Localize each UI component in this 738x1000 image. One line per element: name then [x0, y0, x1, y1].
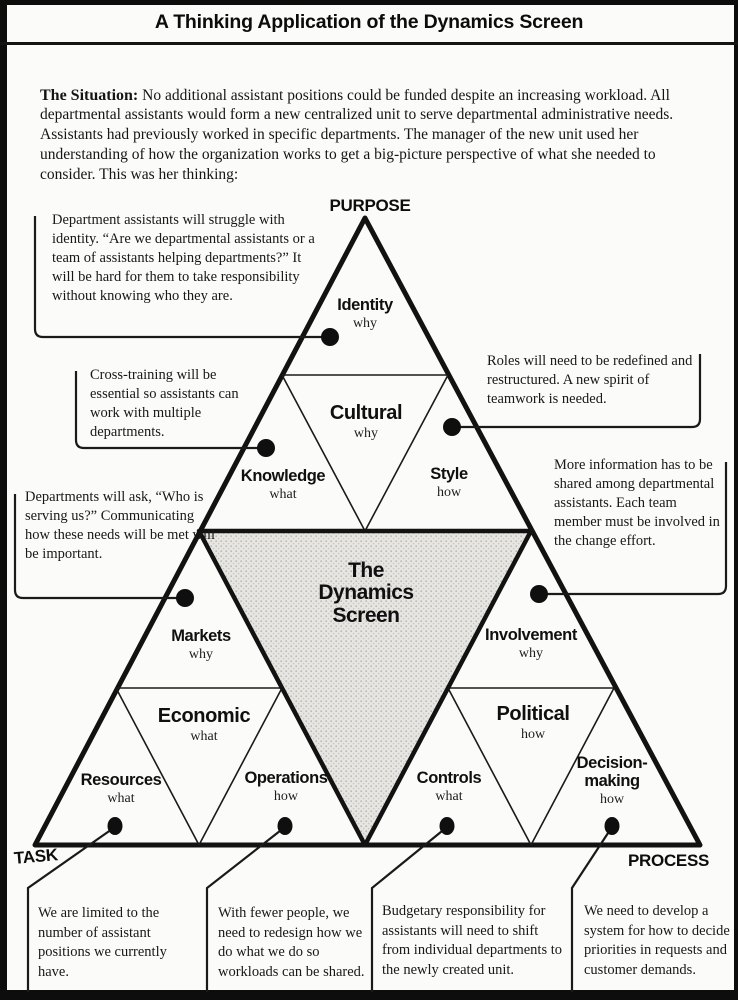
title-rule — [0, 42, 738, 45]
connector-knowledge — [74, 371, 266, 450]
page-border-top — [0, 0, 738, 5]
callout-identity: Department assistants will struggle with… — [52, 212, 315, 304]
corner-purpose: PURPOSE — [329, 196, 411, 215]
section-identity: Identity why — [337, 296, 393, 331]
connector-operations — [205, 826, 286, 992]
callout-decision-making: We need to develop a system for how to d… — [584, 903, 730, 978]
section-cultural: Cultural why — [329, 402, 403, 441]
dynamics-line-3: Screen — [332, 603, 400, 627]
section-dynamics-screen: The Dynamics Screen — [318, 559, 414, 627]
callout-involvement: More information has to be shared among … — [554, 457, 720, 549]
section-controls: Controls what — [416, 769, 482, 804]
dynamics-line-2: Dynamics — [318, 581, 414, 605]
dot-markets — [176, 589, 194, 607]
dot-involvement — [530, 585, 548, 603]
callout-connectors — [13, 216, 728, 992]
section-economic: Economic what — [157, 705, 251, 744]
dot-style — [443, 418, 461, 436]
dot-controls — [439, 817, 455, 835]
connector-controls — [370, 826, 448, 992]
connector-markets — [13, 494, 185, 600]
section-political: Political how — [496, 703, 570, 742]
page-border-bottom — [0, 990, 738, 1000]
situation-paragraph: The Situation: No additional assistant p… — [40, 86, 702, 185]
connector-dots — [107, 328, 620, 835]
corner-process: PROCESS — [628, 851, 710, 870]
section-style: Style how — [430, 465, 468, 500]
dot-identity — [321, 328, 339, 346]
page-border-right — [734, 0, 738, 1000]
page-title: A Thinking Application of the Dynamics S… — [154, 11, 584, 33]
page-border-left — [0, 0, 7, 1000]
callout-controls: Budgetary responsibility for assistants … — [382, 903, 563, 978]
callout-markets: Departments will ask, “Who is serving us… — [25, 489, 216, 562]
dot-resources — [107, 817, 123, 835]
corner-task: TASK — [13, 845, 59, 868]
section-knowledge: Knowledge what — [240, 467, 326, 502]
connector-style — [452, 354, 702, 429]
inner-grid-lines — [115, 374, 615, 846]
connector-resources — [26, 826, 116, 992]
section-operations: Operations how — [244, 769, 328, 804]
dynamics-screen-triangle — [196, 528, 534, 848]
connector-involvement — [539, 462, 728, 596]
section-decision-making: Decision-making how — [576, 754, 648, 807]
section-resources: Resources what — [80, 771, 162, 806]
situation-label: The Situation: — [40, 86, 139, 104]
situation-text: No additional assistant positions could … — [40, 86, 674, 183]
section-markets: Markets why — [171, 627, 231, 662]
dot-decision-making — [604, 817, 620, 835]
callout-resources: We are limited to the number of assistan… — [38, 905, 167, 980]
dot-knowledge — [257, 439, 275, 457]
section-involvement: Involvement why — [485, 626, 577, 661]
connector-decision-making — [570, 826, 613, 992]
dot-operations — [277, 817, 293, 835]
callout-knowledge: Cross-training will be essential so assi… — [90, 367, 239, 440]
callout-style: Roles will need to be redefined and rest… — [487, 353, 693, 407]
dynamics-line-1: The — [348, 559, 384, 582]
callout-operations: With fewer people, we need to redesign h… — [218, 905, 365, 980]
connector-identity — [33, 216, 330, 339]
